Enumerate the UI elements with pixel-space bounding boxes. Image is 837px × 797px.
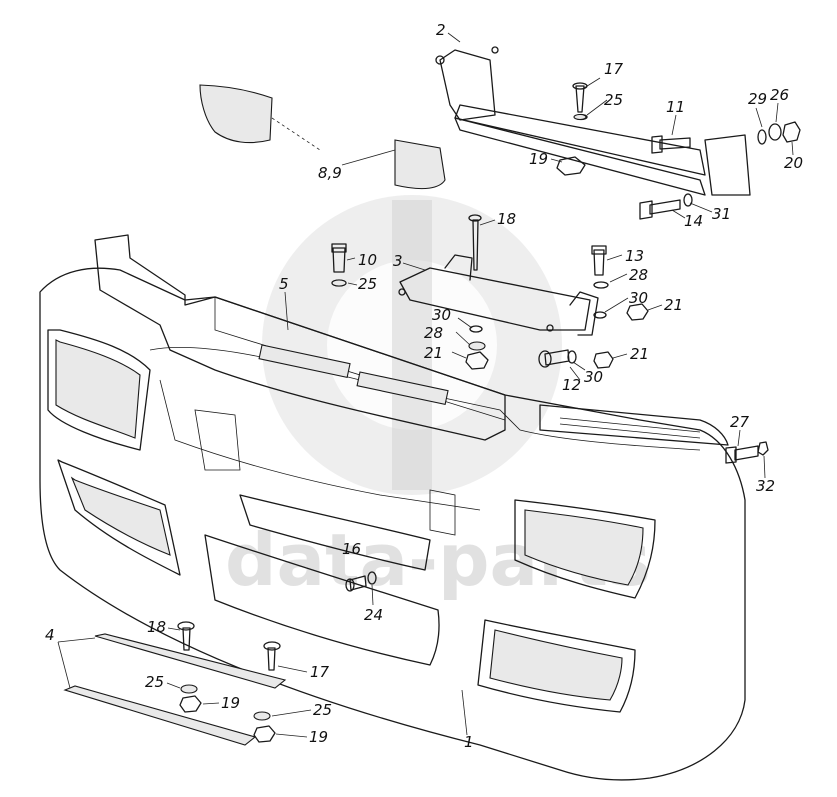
fasteners	[177, 82, 801, 743]
callout-16: 16	[342, 540, 361, 558]
callout-21-left: 21	[424, 344, 443, 362]
watermark-logo	[262, 195, 562, 495]
callout-5: 5	[279, 275, 289, 293]
callout-25-bottom-left: 25	[145, 673, 164, 691]
callout-12: 12	[562, 376, 581, 394]
lower-grille-plates-part-4	[57, 633, 287, 746]
callout-28-right: 28	[629, 266, 648, 284]
callout-3: 3	[393, 252, 403, 270]
bumper-body	[39, 267, 746, 781]
callout-30-right: 30	[629, 289, 648, 307]
side-covers-part-8-9	[199, 84, 446, 190]
callout-19-top: 19	[529, 150, 548, 168]
callout-4: 4	[45, 626, 55, 644]
callout-18-bottom: 18	[147, 618, 166, 636]
callout-26: 26	[770, 86, 789, 104]
callout-25-bottom-right: 25	[313, 701, 332, 719]
callout-30-left: 30	[432, 306, 451, 324]
callout-11: 11	[666, 98, 685, 116]
callout-1: 1	[464, 733, 474, 751]
callout-25-top: 25	[604, 91, 623, 109]
callout-18-top: 18	[497, 210, 516, 228]
callout-31: 31	[712, 205, 731, 223]
callout-25-mid: 25	[358, 275, 377, 293]
mounting-bracket-part-2	[435, 46, 751, 196]
callout-24: 24	[364, 606, 383, 624]
leader-lines	[166, 32, 794, 738]
callout-32: 32	[756, 477, 775, 495]
callout-19-bottom-right: 19	[309, 728, 328, 746]
callout-30-lower: 30	[584, 368, 603, 386]
callout-8-9: 8,9	[318, 164, 342, 182]
mounting-bracket-part-3	[398, 254, 599, 336]
callout-20: 20	[784, 154, 803, 172]
callout-28-left: 28	[424, 324, 443, 342]
callout-13: 13	[625, 247, 644, 265]
callout-29: 29	[748, 90, 767, 108]
callout-17-top: 17	[604, 60, 624, 78]
callout-21-right: 21	[664, 296, 683, 314]
callout-17-bottom: 17	[310, 663, 330, 681]
callout-2: 2	[436, 21, 446, 39]
callout-14: 14	[684, 212, 703, 230]
callout-10: 10	[358, 251, 377, 269]
callout-21-lower: 21	[630, 345, 649, 363]
callout-27: 27	[730, 413, 750, 431]
grille-panel-part-5	[94, 234, 729, 446]
callout-19-bottom-left: 19	[221, 694, 240, 712]
callout-labels: 2 17 25 11 29 26 20 19 8,9 31 14 18 10 2…	[45, 21, 803, 751]
